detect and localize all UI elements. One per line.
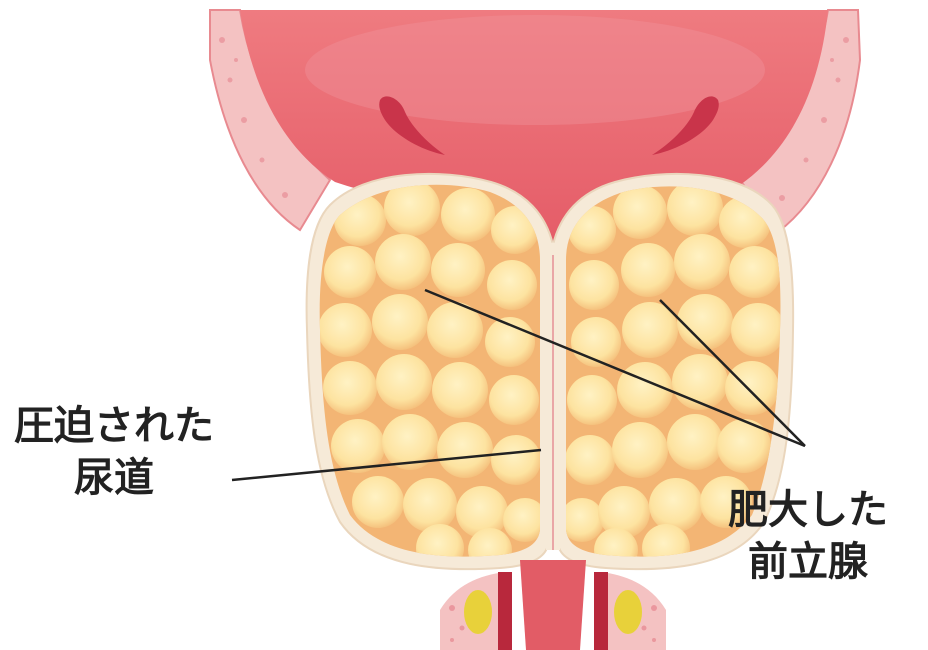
label-urethra-line-2: 尿道 — [14, 452, 214, 504]
label-compressed-urethra: 圧迫された 尿道 — [14, 400, 214, 504]
label-prostate-line-1: 肥大した — [728, 484, 888, 536]
lower-urethra — [520, 560, 586, 650]
label-prostate-line-2: 前立腺 — [728, 536, 888, 588]
label-enlarged-prostate: 肥大した 前立腺 — [728, 484, 888, 588]
label-urethra-line-1: 圧迫された — [14, 400, 214, 452]
sphincter-muscle-right — [594, 572, 608, 650]
sphincter-muscle-left — [498, 572, 512, 650]
